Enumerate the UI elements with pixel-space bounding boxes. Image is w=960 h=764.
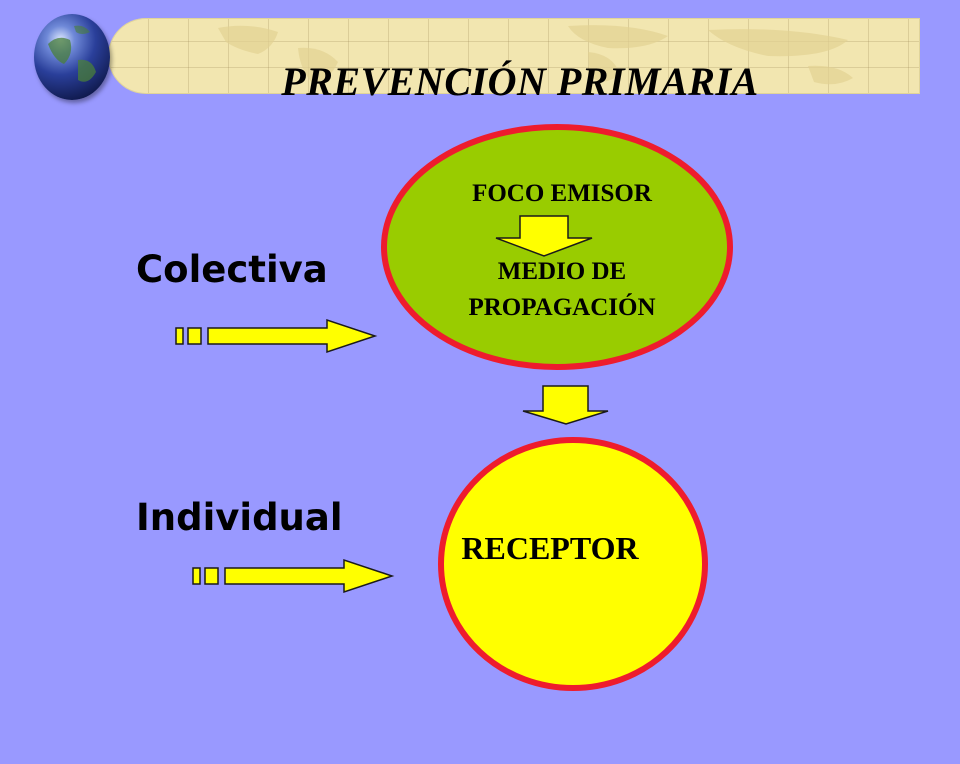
individual-arrow xyxy=(192,558,395,594)
world-map-decoration xyxy=(218,25,853,85)
between-down-arrow xyxy=(522,385,609,425)
globe-icon xyxy=(34,14,110,100)
medium-label-line2: PROPAGACIÓN xyxy=(468,294,656,321)
focus-emitter-label: FOCO EMISOR xyxy=(472,180,652,207)
receptor-label: RECEPTOR xyxy=(461,530,639,566)
collective-arrow xyxy=(175,318,378,354)
medium-label-line1: MEDIO DE xyxy=(497,258,627,285)
collective-label: Colectiva xyxy=(136,248,328,291)
individual-label: Individual xyxy=(136,496,343,539)
page-title: PREVENCIÓN PRIMARIA xyxy=(281,59,759,104)
inner-down-arrow xyxy=(495,215,593,257)
receptor-node xyxy=(438,437,708,691)
title-banner xyxy=(108,18,920,94)
